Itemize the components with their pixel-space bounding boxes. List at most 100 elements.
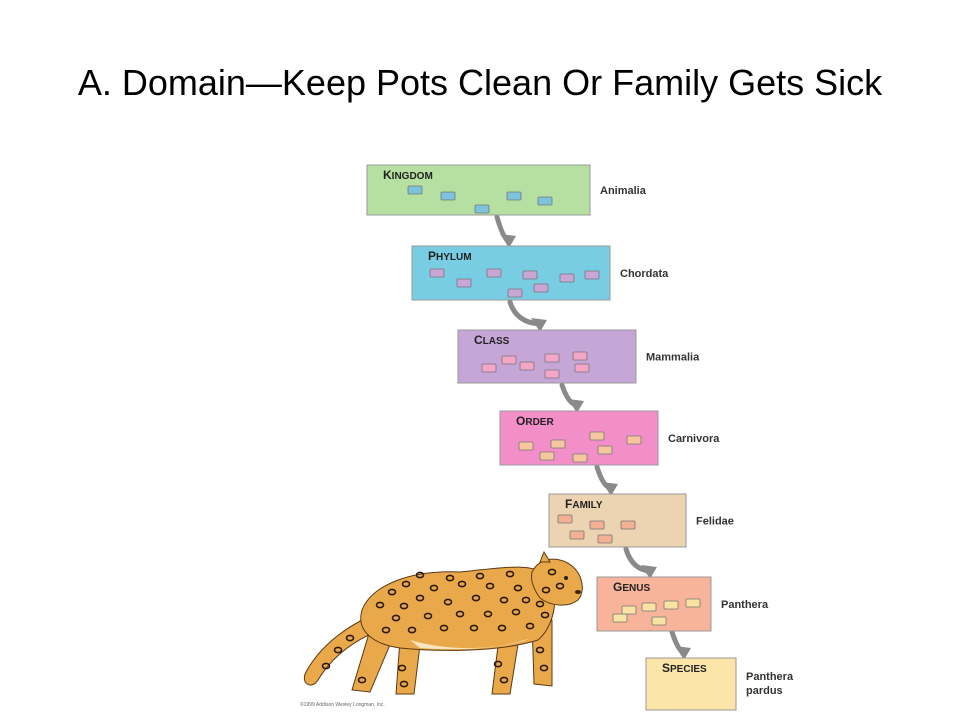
leopard-spot [397,664,407,672]
leopard-spot [493,660,503,668]
member-chip [557,514,573,524]
level-genus: GENUS Panthera [596,576,769,632]
member-chip [584,270,600,280]
leopard-spot [455,610,465,618]
leopard-spot [483,610,493,618]
leopard-spot [499,596,509,604]
leopard-eye [564,576,568,580]
leopard-spot [535,600,545,608]
member-chip [539,451,555,461]
member-chip [589,431,605,441]
leopard-spot [471,594,481,602]
member-chip [481,363,497,373]
member-chip [597,445,613,455]
member-chip [518,441,534,451]
leopard-belly [410,638,530,650]
member-chip [522,270,538,280]
leopard-spot [399,602,409,610]
leopard-spot [497,624,507,632]
leopard-nose [575,590,581,594]
leopard-spot [513,584,523,592]
leopard-head [531,558,583,606]
arrow-head [568,399,584,413]
member-chip [572,453,588,463]
arrow-head [641,565,657,579]
level-label: KINGDOM [383,168,433,182]
leopard-spot [547,568,557,576]
leopard-image [304,550,583,695]
copyright-text: ©1999 Addison Wesley Longman, Inc. [300,701,385,708]
leopard-spot [469,624,479,632]
member-chip [626,435,642,445]
level-label: SPECIES [662,661,707,675]
leopard-spot [321,662,331,670]
leopard-body [360,566,556,651]
leopard-spot [511,608,521,616]
member-chip [685,598,701,608]
member-chip [663,600,679,610]
leopard-spot [375,601,385,609]
leopard-spot [555,582,565,590]
member-chip [544,369,560,379]
member-chip [407,185,423,195]
leopard-spot [415,594,425,602]
member-chip [574,363,590,373]
leopard-spot [407,626,417,634]
member-chip [544,353,560,363]
level-species: SPECIES Panthera pardus [645,657,794,711]
taxon-name-line2: pardus [746,685,783,697]
taxon-name: Mammalia [646,352,700,364]
member-chip [519,361,535,371]
leopard-spot [539,664,549,672]
leopard-ear [539,550,551,563]
leopard-spot [535,646,545,654]
taxon-name: Panthera [746,671,794,683]
member-chip [641,602,657,612]
level-label: PHYLUM [428,249,472,263]
member-chip [572,351,588,361]
leopard-spot [391,614,401,622]
leopard-spot [485,582,495,590]
taxon-name: Panthera [721,599,769,611]
leopard-spot [505,570,515,578]
member-chip [612,613,628,623]
member-chip [651,616,667,626]
leopard-spot [443,598,453,606]
member-chip [440,191,456,201]
member-chip [597,534,613,544]
leopard-spot [399,680,409,688]
member-chip [474,204,490,214]
member-chip [533,283,549,293]
leopard-spot [387,588,397,596]
member-chip [506,191,522,201]
arrow-head [500,234,516,248]
leopard-spot [521,596,531,604]
level-class: CLASS Mammalia [457,329,700,384]
level-box [645,657,737,711]
level-label: ORDER [516,414,554,428]
member-chip [550,439,566,449]
member-chip [429,268,445,278]
level-label: GENUS [613,580,650,594]
leopard-spot [423,612,433,620]
leopard-spot [357,676,367,684]
leopard-spot [541,586,551,594]
leopard-spot [439,624,449,632]
member-chip [559,273,575,283]
arrow-head [531,318,547,332]
member-chip [621,605,637,615]
taxon-name: Felidae [696,516,734,528]
leopard-spot [381,626,391,634]
member-chip [507,288,523,298]
leopard-spot [345,634,355,642]
level-kingdom: KINGDOM Animalia [366,164,647,216]
level-label: CLASS [474,333,510,347]
leopard-spot [445,574,455,582]
leopard-spot [475,572,485,580]
member-chip [456,278,472,288]
taxon-name: Animalia [600,185,647,197]
